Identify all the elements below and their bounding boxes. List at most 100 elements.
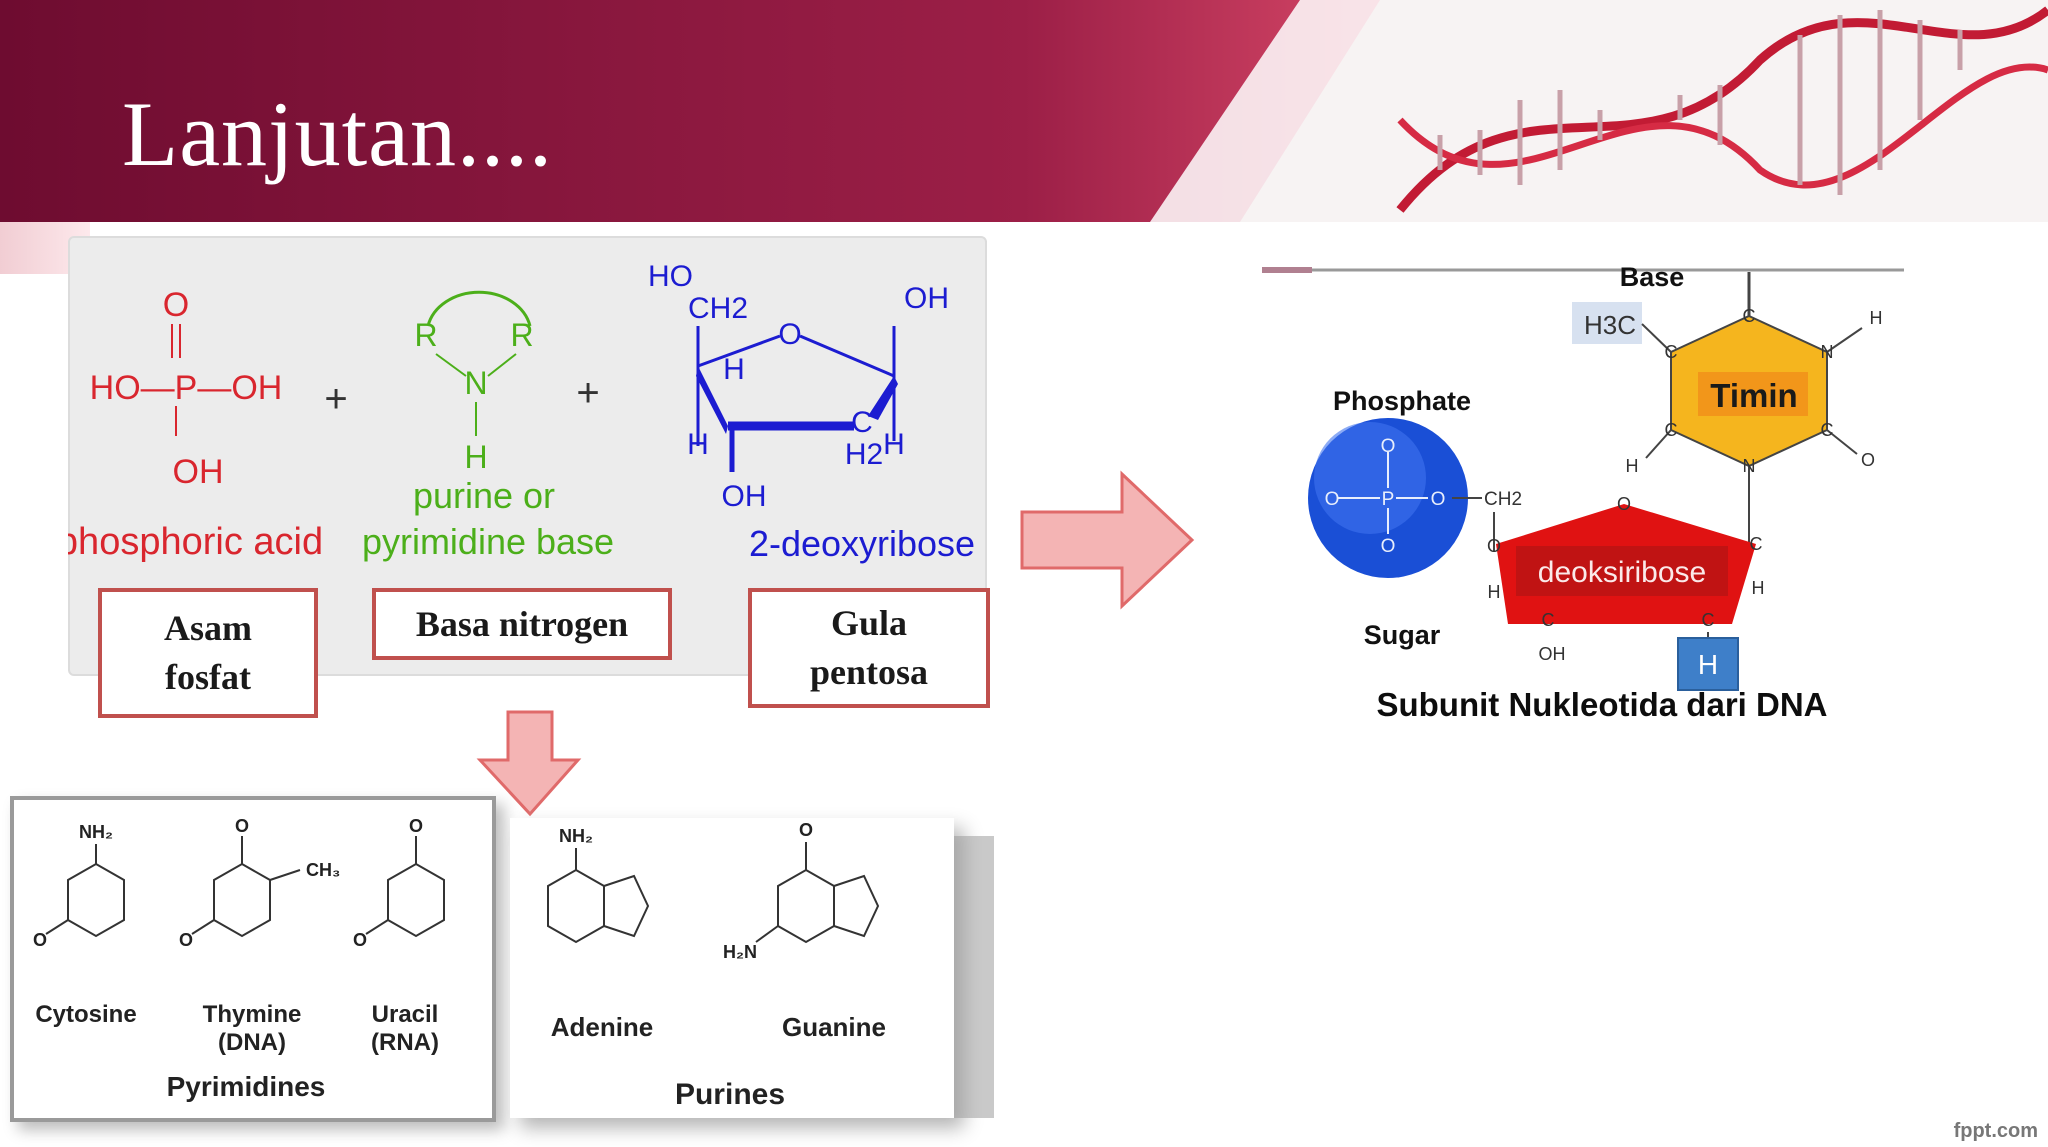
dna-helix-icon — [1396, 6, 2048, 213]
svg-text:H: H — [1870, 308, 1883, 328]
sugar-h-right: H — [883, 428, 905, 461]
base-h: H — [464, 439, 487, 475]
svg-text:O: O — [409, 816, 423, 836]
svg-text:H₂N: H₂N — [723, 942, 757, 962]
label-asam-fosfat: Asam fosfat — [98, 588, 318, 718]
label-basa-text: Basa nitrogen — [415, 603, 629, 644]
nucleotide-diagram: Base H3C Timin C C N H C C N H O Phospha… — [1262, 262, 1904, 723]
label-gula-line1: Gula — [830, 603, 908, 644]
reaction-diagram: O HO—P—OH OH phosphoric acid + R N R H p… — [68, 260, 975, 564]
sugar-c: C — [851, 406, 873, 439]
h3c-label: H3C — [1584, 310, 1636, 340]
svg-text:C: C — [1542, 610, 1555, 630]
label-basa-nitrogen: Basa nitrogen — [372, 588, 672, 660]
sugar-h-left: H — [687, 428, 709, 461]
svg-text:NH₂: NH₂ — [559, 826, 593, 846]
purines-heading: Purines — [675, 1078, 785, 1111]
svg-text:N: N — [1743, 456, 1756, 476]
svg-text:C: C — [1821, 420, 1834, 440]
base-n: N — [464, 365, 487, 401]
svg-text:O: O — [179, 930, 193, 950]
right-arrow-icon — [1020, 470, 1195, 610]
pyrimidines-structures: NH₂ O O CH₃ O O O Cytosine Thymine (DNA)… — [33, 816, 445, 1102]
uracil-label: Uracil — [372, 1001, 439, 1028]
deoxyribose: HO CH2 O OH H H C H2 H OH 2-deoxyribose — [648, 260, 975, 564]
svg-text:C: C — [1665, 420, 1678, 440]
footer-brand[interactable]: fppt.com — [1953, 1120, 2038, 1142]
svg-text:O: O — [1325, 489, 1340, 510]
plus-sign-2: + — [576, 371, 599, 415]
svg-text:CH₃: CH₃ — [306, 860, 340, 880]
base-label: Base — [1620, 262, 1685, 292]
h-box — [1677, 637, 1739, 691]
base-caption-1: purine or — [413, 475, 555, 516]
svg-text:H: H — [1488, 582, 1501, 602]
base-caption-2: pyrimidine base — [362, 521, 614, 562]
svg-text:O: O — [1861, 450, 1875, 470]
label-gula-line2: pentosa — [809, 652, 929, 692]
sugar-ho: HO — [648, 260, 693, 293]
h3c-box — [1572, 302, 1642, 344]
svg-text:OH: OH — [1539, 644, 1566, 664]
guanine-label: Guanine — [782, 1012, 886, 1042]
svg-text:C: C — [1702, 610, 1715, 630]
acid-oh: OH — [173, 453, 224, 491]
timin-highlight — [1698, 372, 1808, 416]
phosphoric-acid: O HO—P—OH OH phosphoric acid — [68, 286, 323, 563]
acid-formula: HO—P—OH — [90, 369, 283, 407]
nitrogen-base: R N R H purine or pyrimidine base — [362, 290, 614, 562]
pyrimidines-heading: Pyrimidines — [167, 1071, 326, 1102]
sugar-caption: 2-deoxyribose — [749, 523, 975, 564]
plus-sign-1: + — [324, 377, 347, 421]
uracil-sub: (RNA) — [371, 1029, 439, 1056]
sugar-h2: H2 — [845, 438, 883, 471]
adenine-label: Adenine — [551, 1012, 654, 1042]
svg-text:O: O — [33, 930, 47, 950]
thymine-sub: (DNA) — [218, 1029, 286, 1056]
acid-o: O — [163, 286, 189, 324]
phosphate-label: Phosphate — [1333, 386, 1471, 416]
svg-text:C: C — [1750, 534, 1763, 554]
acid-caption: phosphoric acid — [68, 521, 323, 563]
purines-structures: NH₂ O H₂N Adenine Guanine Purines — [547, 820, 886, 1111]
svg-text:CH2: CH2 — [1484, 489, 1522, 510]
svg-text:O: O — [353, 930, 367, 950]
purines-shadow — [954, 836, 994, 1118]
thymine-label: Thymine — [203, 1001, 302, 1028]
svg-text:C: C — [1743, 306, 1756, 326]
svg-text:O: O — [799, 820, 813, 840]
slide-title: Lanjutan.... — [122, 83, 553, 185]
svg-text:O: O — [1487, 536, 1501, 556]
sugar-oh-top: OH — [904, 282, 949, 315]
label-asam-line2: fosfat — [165, 657, 251, 697]
svg-text:H: H — [1626, 456, 1639, 476]
sugar-oh-bottom: OH — [722, 480, 767, 513]
sugar-h-top: H — [723, 353, 745, 386]
deoksiribose-highlight — [1516, 546, 1728, 596]
deoksiribose-label: deoksiribose — [1538, 556, 1706, 589]
svg-text:O: O — [1617, 494, 1631, 514]
timin-label: Timin — [1710, 377, 1797, 414]
svg-text:H: H — [1752, 578, 1765, 598]
h-box-label: H — [1698, 649, 1718, 680]
base-r-right: R — [510, 317, 533, 353]
nucleotide-caption: Subunit Nukleotida dari DNA — [1376, 686, 1827, 723]
cytosine-label: Cytosine — [35, 1001, 136, 1028]
svg-text:N: N — [1821, 342, 1834, 362]
base-r-left: R — [414, 317, 437, 353]
svg-text:O: O — [1381, 536, 1396, 557]
purines-panel — [510, 818, 954, 1118]
down-arrow-icon — [476, 710, 582, 817]
sugar-label: Sugar — [1364, 620, 1441, 650]
svg-text:O: O — [1381, 436, 1396, 457]
label-gula-pentosa: Gula pentosa — [748, 588, 990, 708]
svg-text:NH₂: NH₂ — [79, 822, 113, 842]
label-asam-line1: Asam — [164, 608, 252, 649]
header-banner — [0, 0, 2048, 222]
svg-text:P: P — [1382, 489, 1395, 510]
sugar-o: O — [778, 318, 801, 351]
svg-text:O: O — [1431, 489, 1446, 510]
sugar-ch2: CH2 — [688, 292, 748, 325]
svg-text:C: C — [1665, 342, 1678, 362]
svg-text:O: O — [235, 816, 249, 836]
